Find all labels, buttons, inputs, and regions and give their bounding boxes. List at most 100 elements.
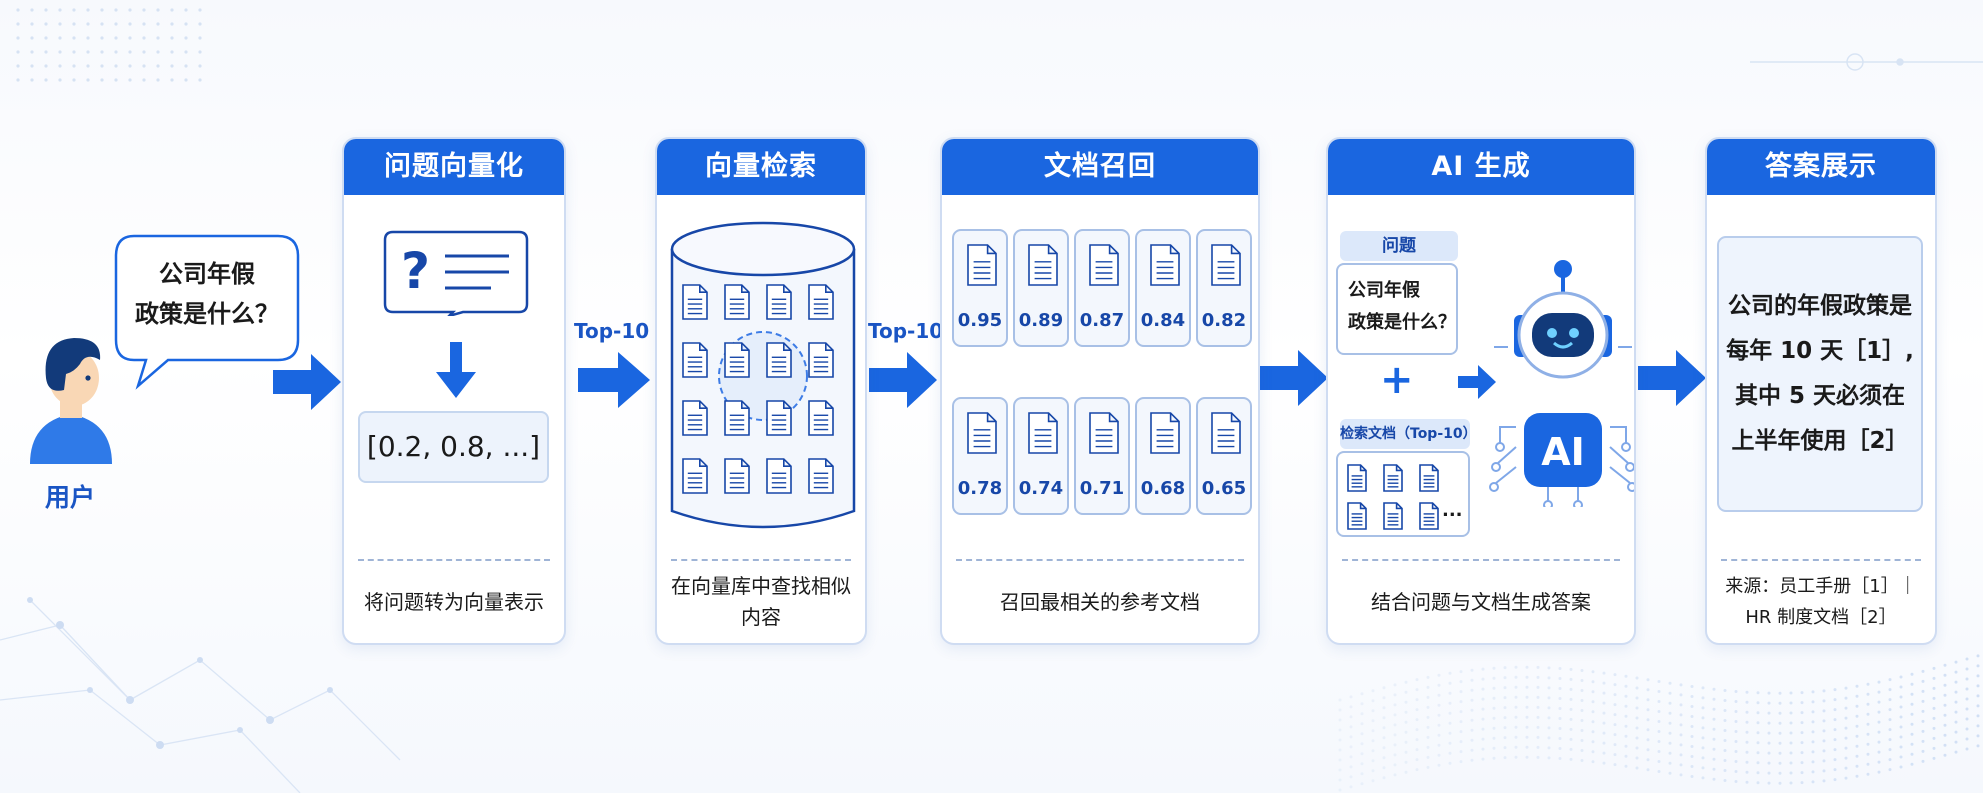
answer-sources: 来源：员工手册［1］｜ HR 制度文档［2］ bbox=[1721, 559, 1921, 643]
arrow-label-2: Top-10 bbox=[868, 319, 944, 343]
database-document-icon bbox=[766, 284, 792, 320]
step-caption-vector-search: 在向量库中查找相似内容 bbox=[671, 559, 851, 643]
doc-card: 0.82 bbox=[1196, 229, 1252, 347]
question-box: 公司年假 政策是什么？ bbox=[1336, 263, 1458, 355]
answer-line-4: 上半年使用［2］ bbox=[1731, 428, 1909, 454]
right-arrow-icon bbox=[1638, 350, 1706, 406]
database-document-icon bbox=[808, 458, 834, 494]
question-box-line2: 政策是什么？ bbox=[1348, 312, 1456, 333]
right-arrow-icon bbox=[578, 352, 650, 408]
question-label: 问题 bbox=[1340, 231, 1458, 261]
database-document-icon bbox=[766, 400, 792, 436]
user-label: 用户 bbox=[44, 483, 95, 512]
user-question-line2: 政策是什么？ bbox=[135, 300, 279, 328]
user-bubble: 公司年假 政策是什么？ bbox=[112, 232, 302, 392]
source-line-2: HR 制度文档［2］ bbox=[1745, 607, 1897, 628]
doc-card: 0.87 bbox=[1074, 229, 1130, 347]
step-panel-ai-generate: AI 生成 问题 公司年假 政策是什么？ + 检索文档（Top-10） ... bbox=[1326, 137, 1636, 645]
source-line-1: 来源：员工手册［1］｜ bbox=[1725, 576, 1917, 597]
database-document-icon bbox=[766, 458, 792, 494]
database-document-icon bbox=[724, 342, 750, 378]
docs-ellipsis: ... bbox=[1442, 500, 1463, 521]
document-icon bbox=[967, 244, 997, 286]
database-document-icon bbox=[682, 342, 708, 378]
doc-score: 0.95 bbox=[957, 310, 1003, 331]
answer-line-2: 每年 10 天［1］, bbox=[1726, 338, 1914, 364]
doc-score: 0.84 bbox=[1140, 310, 1186, 331]
database-document-icon bbox=[682, 458, 708, 494]
step-title-vectorize: 问题向量化 bbox=[344, 139, 564, 195]
doc-card: 0.89 bbox=[1013, 229, 1069, 347]
question-chat-icon: ? bbox=[383, 230, 529, 316]
document-icon bbox=[1150, 412, 1180, 454]
doc-score: 0.71 bbox=[1079, 478, 1125, 499]
step-caption-doc-recall: 召回最相关的参考文档 bbox=[956, 559, 1244, 643]
database-document-icon bbox=[808, 342, 834, 378]
database-icon bbox=[670, 221, 856, 529]
doc-card: 0.68 bbox=[1135, 397, 1191, 515]
doc-card: 0.84 bbox=[1135, 229, 1191, 347]
doc-card: 0.95 bbox=[952, 229, 1008, 347]
right-arrow-icon bbox=[869, 352, 937, 408]
doc-score: 0.82 bbox=[1201, 310, 1247, 331]
database-document-icon bbox=[808, 284, 834, 320]
step-caption-vectorize: 将问题转为向量表示 bbox=[358, 559, 550, 643]
doc-card: 0.78 bbox=[952, 397, 1008, 515]
doc-card: 0.74 bbox=[1013, 397, 1069, 515]
doc-score: 0.65 bbox=[1201, 478, 1247, 499]
doc-card: 0.71 bbox=[1074, 397, 1130, 515]
retrieved-document-icon bbox=[1419, 464, 1439, 492]
document-icon bbox=[1347, 464, 1439, 530]
doc-score: 0.68 bbox=[1140, 478, 1186, 499]
ai-badge-text: AI bbox=[1541, 430, 1585, 474]
doc-score: 0.74 bbox=[1018, 478, 1064, 499]
retrieved-document-icon bbox=[1419, 502, 1439, 530]
doc-score: 0.89 bbox=[1018, 310, 1064, 331]
retrieved-document-icon bbox=[1347, 502, 1367, 530]
doc-score: 0.87 bbox=[1079, 310, 1125, 331]
docs-box: ... bbox=[1336, 451, 1470, 537]
arrow-label-1: Top-10 bbox=[574, 319, 650, 343]
doc-card: 0.65 bbox=[1196, 397, 1252, 515]
document-icon bbox=[1211, 412, 1241, 454]
step-panel-vector-search: 向量检索 在向量库中查找相似内容 bbox=[655, 137, 867, 645]
plus-sign: + bbox=[1380, 357, 1414, 403]
database-document-icon bbox=[724, 458, 750, 494]
database-document-icon bbox=[766, 342, 792, 378]
svg-text:?: ? bbox=[401, 242, 430, 300]
step-title-answer: 答案展示 bbox=[1707, 139, 1935, 195]
document-icon bbox=[967, 412, 997, 454]
step-panel-vectorize: 问题向量化 ? [0.2, 0.8, ...] 将问题转为向量表示 bbox=[342, 137, 566, 645]
document-icon bbox=[1028, 412, 1058, 454]
database-document-icon bbox=[682, 284, 708, 320]
document-icon bbox=[1150, 244, 1180, 286]
answer-line-3: 其中 5 天必须在 bbox=[1734, 383, 1906, 409]
docs-label: 检索文档（Top-10） bbox=[1340, 419, 1477, 449]
step-title-doc-recall: 文档召回 bbox=[942, 139, 1258, 195]
retrieved-document-icon bbox=[1383, 464, 1403, 492]
right-arrow-icon bbox=[273, 354, 341, 410]
retrieved-document-icon bbox=[1383, 502, 1403, 530]
database-document-icon bbox=[682, 400, 708, 436]
down-arrow-icon bbox=[436, 342, 476, 398]
document-icon bbox=[1089, 244, 1119, 286]
answer-line-1: 公司的年假政策是 bbox=[1728, 293, 1912, 319]
retrieved-document-icon bbox=[1347, 464, 1367, 492]
user-icon bbox=[30, 338, 112, 464]
database-document-icon bbox=[724, 284, 750, 320]
vector-output: [0.2, 0.8, ...] bbox=[358, 411, 549, 483]
database-document-icon bbox=[724, 400, 750, 436]
document-icon bbox=[1089, 412, 1119, 454]
doc-score: 0.78 bbox=[957, 478, 1003, 499]
user-question-line1: 公司年假 bbox=[159, 260, 255, 288]
document-icon bbox=[1211, 244, 1241, 286]
step-title-vector-search: 向量检索 bbox=[657, 139, 865, 195]
step-title-ai-generate: AI 生成 bbox=[1328, 139, 1634, 195]
step-panel-answer: 答案展示 公司的年假政策是 每年 10 天［1］, 其中 5 天必须在 上半年使… bbox=[1705, 137, 1937, 645]
database-document-icon bbox=[808, 400, 834, 436]
document-icon bbox=[1028, 244, 1058, 286]
speech-bubble-icon bbox=[114, 234, 300, 390]
answer-box: 公司的年假政策是 每年 10 天［1］, 其中 5 天必须在 上半年使用［2］ bbox=[1717, 236, 1923, 512]
small-arrow-icon bbox=[1458, 365, 1496, 399]
